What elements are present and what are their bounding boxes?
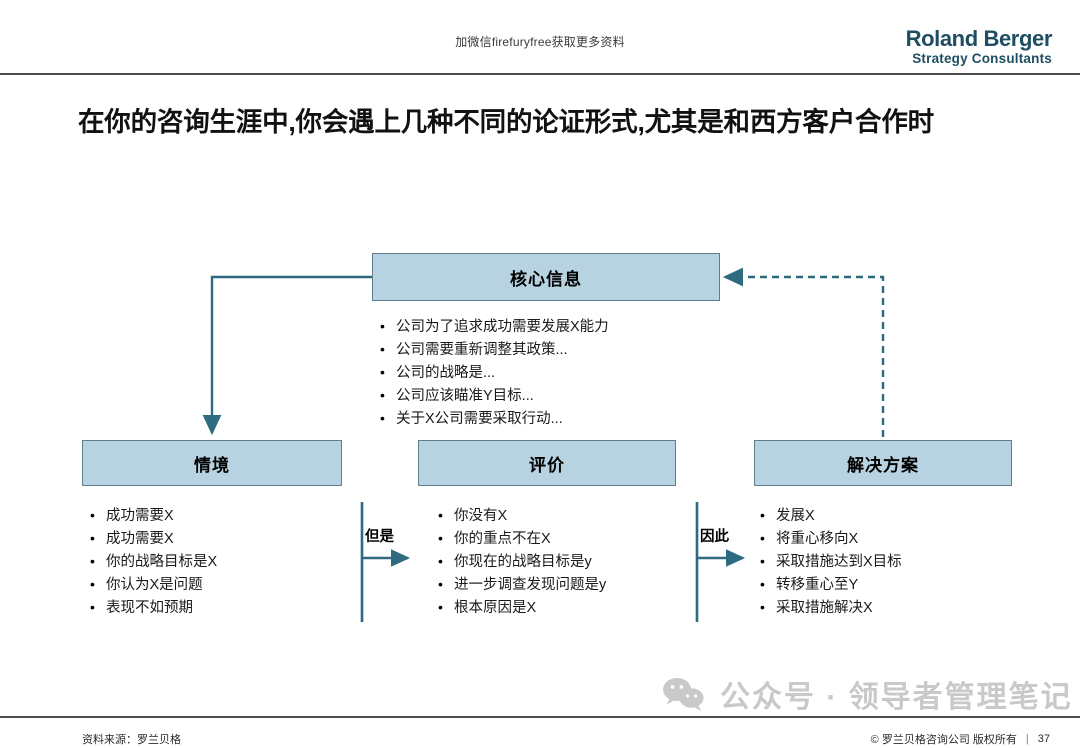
list-item: 你的重点不在X bbox=[436, 527, 606, 551]
list-item: 根本原因是X bbox=[436, 596, 606, 620]
situation-bullets: 成功需要X 成功需要X 你的战略目标是X 你认为X是问题 表现不如预期 bbox=[88, 504, 217, 620]
footer-separator: | bbox=[1025, 733, 1029, 745]
list-item: 公司需要重新调整其政策... bbox=[378, 338, 609, 362]
footer-copyright-area: © 罗兰贝格咨询公司 版权所有 | 37 bbox=[871, 731, 1050, 747]
list-item: 表现不如预期 bbox=[88, 596, 217, 620]
box-solution-label: 解决方案 bbox=[847, 455, 919, 475]
list-item: 公司的战略是... bbox=[378, 361, 609, 385]
list-item: 发展X bbox=[758, 504, 902, 528]
box-situation-label: 情境 bbox=[194, 455, 230, 475]
list-item: 转移重心至Y bbox=[758, 573, 902, 597]
page-title: 在你的咨询生涯中,你会遇上几种不同的论证形式,尤其是和西方客户合作时 bbox=[78, 107, 934, 137]
list-item: 你现在的战略目标是y bbox=[436, 550, 606, 574]
list-item: 公司应该瞄准Y目标... bbox=[378, 384, 609, 408]
box-solution[interactable]: 解决方案 bbox=[754, 440, 1012, 486]
footer-copyright-text: © 罗兰贝格咨询公司 版权所有 bbox=[870, 734, 1017, 746]
list-item: 采取措施达到X目标 bbox=[758, 550, 902, 574]
box-evaluation-label: 评价 bbox=[529, 455, 565, 475]
list-item: 关于X公司需要采取行动... bbox=[378, 407, 609, 431]
solution-bullets: 发展X 将重心移向X 采取措施达到X目标 转移重心至Y 采取措施解决X bbox=[758, 504, 902, 620]
connector-label-therefore: 因此 bbox=[700, 529, 729, 545]
list-item: 成功需要X bbox=[88, 504, 217, 528]
header-divider bbox=[0, 73, 1080, 75]
box-evaluation[interactable]: 评价 bbox=[418, 440, 676, 486]
footer-divider bbox=[0, 716, 1080, 718]
list-item: 你的战略目标是X bbox=[88, 550, 217, 574]
evaluation-bullets: 你没有X 你的重点不在X 你现在的战略目标是y 进一步调查发现问题是y 根本原因… bbox=[436, 504, 606, 620]
logo-main-text: Roland Berger bbox=[905, 26, 1053, 51]
connector-label-but: 但是 bbox=[365, 529, 394, 545]
list-item: 你没有X bbox=[436, 504, 606, 528]
box-core-message-label: 核心信息 bbox=[510, 269, 582, 289]
list-item: 你认为X是问题 bbox=[88, 573, 217, 597]
footer-source: 资料来源：罗兰贝格 bbox=[82, 734, 181, 746]
list-item: 将重心移向X bbox=[758, 527, 902, 551]
page-number: 37 bbox=[1037, 733, 1050, 745]
box-core-message[interactable]: 核心信息 bbox=[372, 253, 720, 301]
box-situation[interactable]: 情境 bbox=[82, 440, 342, 486]
list-item: 采取措施解决X bbox=[758, 596, 902, 620]
list-item: 进一步调查发现问题是y bbox=[436, 573, 606, 597]
logo-sub-text: Strategy Consultants bbox=[912, 51, 1052, 67]
list-item: 公司为了追求成功需要发展X能力 bbox=[378, 315, 609, 339]
header-watermark-text: 加微信firefuryfree获取更多资料 bbox=[455, 35, 625, 49]
list-item: 成功需要X bbox=[88, 527, 217, 551]
roland-berger-logo: Roland Berger Strategy Consultants bbox=[905, 26, 1053, 67]
core-message-bullets: 公司为了追求成功需要发展X能力 公司需要重新调整其政策... 公司的战略是...… bbox=[378, 315, 609, 431]
